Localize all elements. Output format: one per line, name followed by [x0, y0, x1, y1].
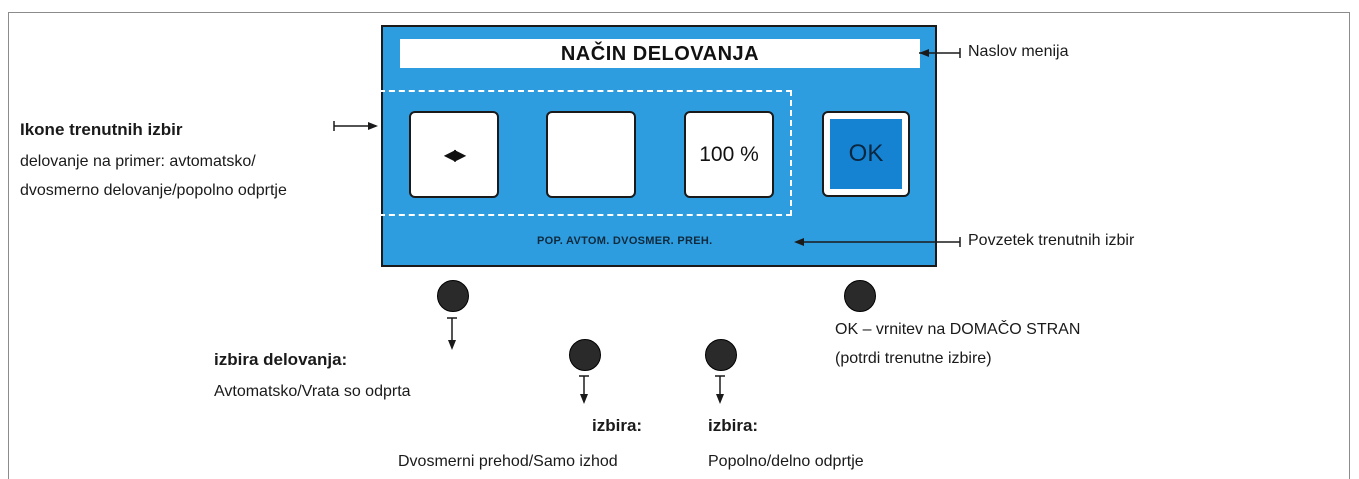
- button-2-description: Dvosmerni prehod/Samo izhod: [398, 453, 618, 470]
- current-selection-icons-group: [379, 90, 792, 216]
- menu-title-annotation: Naslov menija: [968, 43, 1069, 60]
- menu-title: NAČIN DELOVANJA: [400, 39, 920, 68]
- operation-mode-icon[interactable]: ◀▶: [409, 111, 499, 198]
- display-panel: NAČIN DELOVANJA ◀▶ 100 % OK POP. AVTOM. …: [379, 25, 937, 267]
- button-1-description: Avtomatsko/Vrata so odprta: [214, 383, 411, 400]
- ok-annotation-line-2: (potrdi trenutne izbire): [835, 350, 992, 367]
- icons-heading: Ikone trenutnih izbir: [20, 120, 183, 139]
- hardware-button-ok[interactable]: [844, 280, 876, 312]
- button-3-description: Popolno/delno odprtje: [708, 453, 864, 470]
- hardware-button-2[interactable]: [569, 339, 601, 371]
- icons-description-line-1: delovanje na primer: avtomatsko/: [20, 153, 256, 170]
- ok-button-label: OK: [830, 119, 902, 189]
- opening-width-label: 100 %: [699, 142, 759, 166]
- opening-width-icon[interactable]: 100 %: [684, 111, 774, 198]
- diagram-frame: [8, 12, 1350, 479]
- ok-button[interactable]: OK: [822, 111, 910, 197]
- bidirectional-arrows-icon: ◀▶: [443, 146, 467, 164]
- hardware-button-1[interactable]: [437, 280, 469, 312]
- hardware-button-3[interactable]: [705, 339, 737, 371]
- summary-annotation: Povzetek trenutnih izbir: [968, 232, 1135, 249]
- passage-mode-icon[interactable]: [546, 111, 636, 198]
- selection-summary: POP. AVTOM. DVOSMER. PREH.: [537, 235, 713, 247]
- button-2-heading: izbira:: [592, 416, 643, 435]
- icons-description-line-2: dvosmerno delovanje/popolno odprtje: [20, 182, 287, 199]
- button-1-heading: izbira delovanja:: [214, 350, 348, 369]
- button-3-heading: izbira:: [708, 416, 759, 435]
- ok-annotation-line-1: OK – vrnitev na DOMAČO STRAN: [835, 321, 1081, 338]
